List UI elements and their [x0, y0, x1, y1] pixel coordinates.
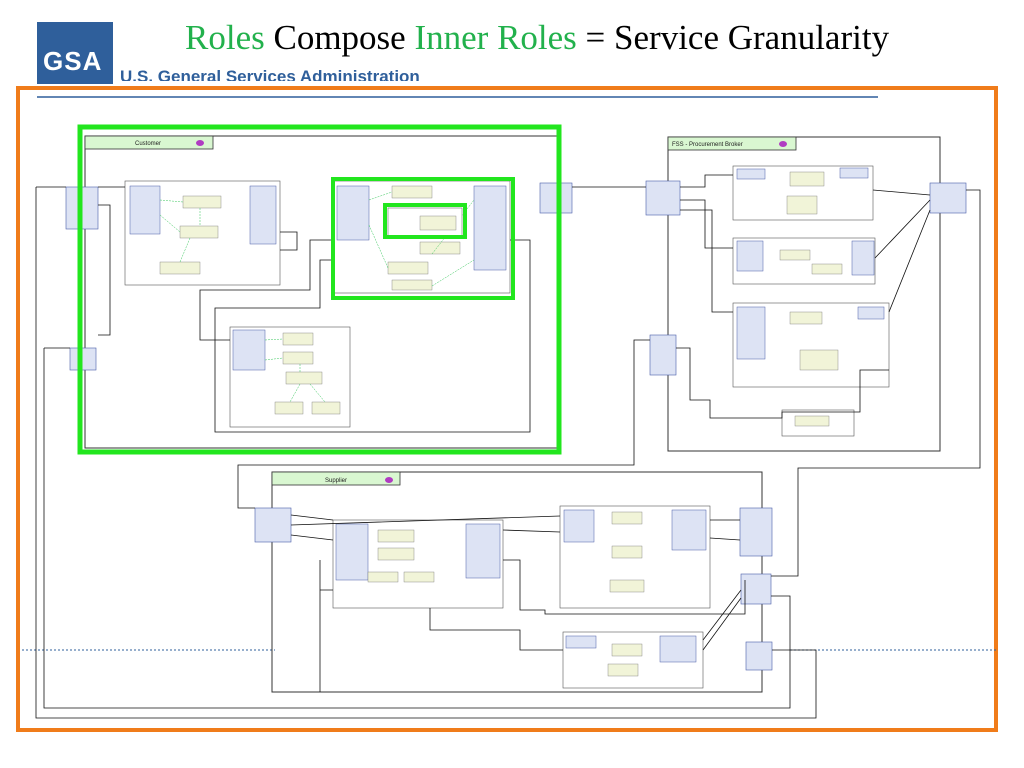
supplier-label: Supplier — [325, 478, 347, 484]
customer-label: Customer — [135, 141, 161, 147]
broker-role-icon — [779, 141, 787, 147]
broker-role: FSS - Procurement Broker — [645, 136, 967, 452]
title-compose: Compose — [264, 18, 415, 57]
customer-role: Customer — [84, 135, 558, 449]
broker-header — [667, 136, 797, 151]
broker-label: FSS - Procurement Broker — [672, 142, 743, 148]
supplier-role-icon — [385, 477, 393, 483]
slide-title: Roles Compose Inner Roles = Service Gran… — [185, 18, 889, 58]
inner-role-highlight — [331, 177, 515, 300]
customer-role-highlight — [77, 124, 562, 455]
innermost-role-highlight — [383, 203, 467, 239]
customer-header — [84, 135, 214, 150]
title-granularity: = Service Granularity — [576, 18, 890, 57]
agency-name: U.S. General Services Administration — [120, 67, 420, 81]
customer-port-right — [539, 182, 573, 214]
customer-port-lower — [69, 347, 97, 371]
title-roles: Roles — [185, 18, 265, 57]
supplier-header — [271, 471, 401, 486]
diagram-frame — [16, 86, 998, 732]
title-inner-roles: Inner Roles — [414, 18, 577, 57]
gsa-logo: GSA — [37, 22, 113, 84]
supplier-role: Supplier — [254, 471, 773, 693]
gsa-logo-text: GSA — [43, 46, 103, 76]
customer-role-icon — [196, 140, 204, 146]
